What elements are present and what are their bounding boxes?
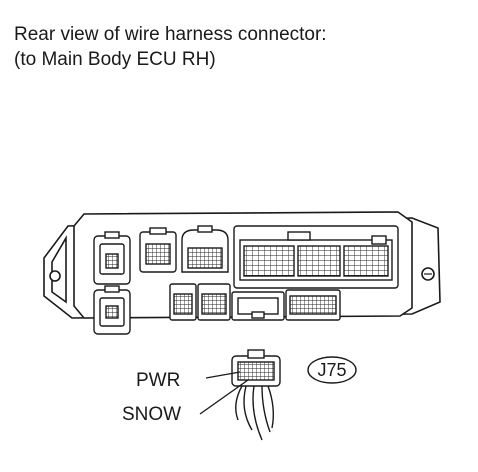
connector-code: J75 <box>317 360 346 380</box>
pwr-label: PWR <box>136 370 180 391</box>
connector-ports <box>93 225 399 335</box>
harness-connector <box>231 349 281 441</box>
connector-code-badge: J75 <box>307 356 357 384</box>
port-large-block <box>233 225 399 289</box>
port-lower-4 <box>285 289 341 321</box>
diagram-title: Rear view of wire harness connector: (to… <box>14 22 327 72</box>
mount-hole-left <box>49 270 61 282</box>
leader-lines <box>199 371 249 415</box>
port-top-left <box>93 231 131 285</box>
title-line-2: (to Main Body ECU RH) <box>14 49 216 70</box>
snow-label: SNOW <box>122 404 181 425</box>
port-small-upper <box>139 227 177 273</box>
pwr-leader <box>205 371 241 379</box>
port-bottom-left <box>93 285 131 335</box>
snow-leader <box>199 379 249 415</box>
port-rounded-upper <box>181 225 229 273</box>
port-lower-1 <box>169 283 197 321</box>
port-lower-3 <box>231 291 285 321</box>
port-lower-2 <box>197 283 231 321</box>
title-line-1: Rear view of wire harness connector: <box>14 24 327 45</box>
